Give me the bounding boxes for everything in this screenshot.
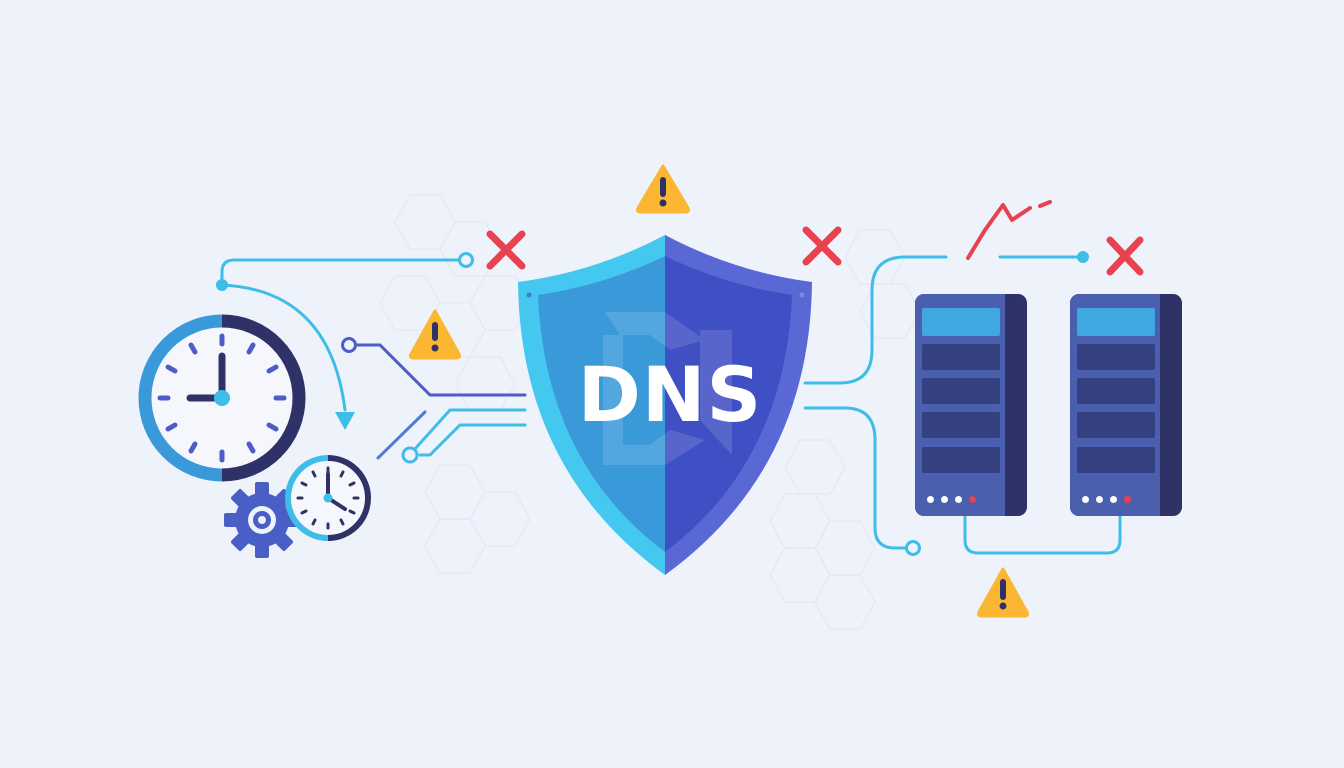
warning-icon (976, 567, 1030, 618)
error-icon (802, 226, 842, 266)
warning-icon (635, 164, 691, 214)
warning-icon (408, 309, 462, 360)
small-clock-icon (285, 455, 371, 541)
status-lights (927, 490, 976, 508)
error-icon (1106, 236, 1144, 276)
right-circuit-lines (803, 251, 1122, 556)
broken-connection-icon (966, 200, 1052, 260)
error-icon (486, 230, 526, 270)
server-rack-2 (1070, 294, 1182, 516)
server-rack-1 (915, 294, 1027, 516)
left-circuit-lines (216, 252, 527, 464)
status-lights (1082, 490, 1131, 508)
dns-label: DNS (577, 350, 763, 439)
dns-shield-icon (518, 235, 812, 575)
large-clock-icon (138, 314, 306, 482)
